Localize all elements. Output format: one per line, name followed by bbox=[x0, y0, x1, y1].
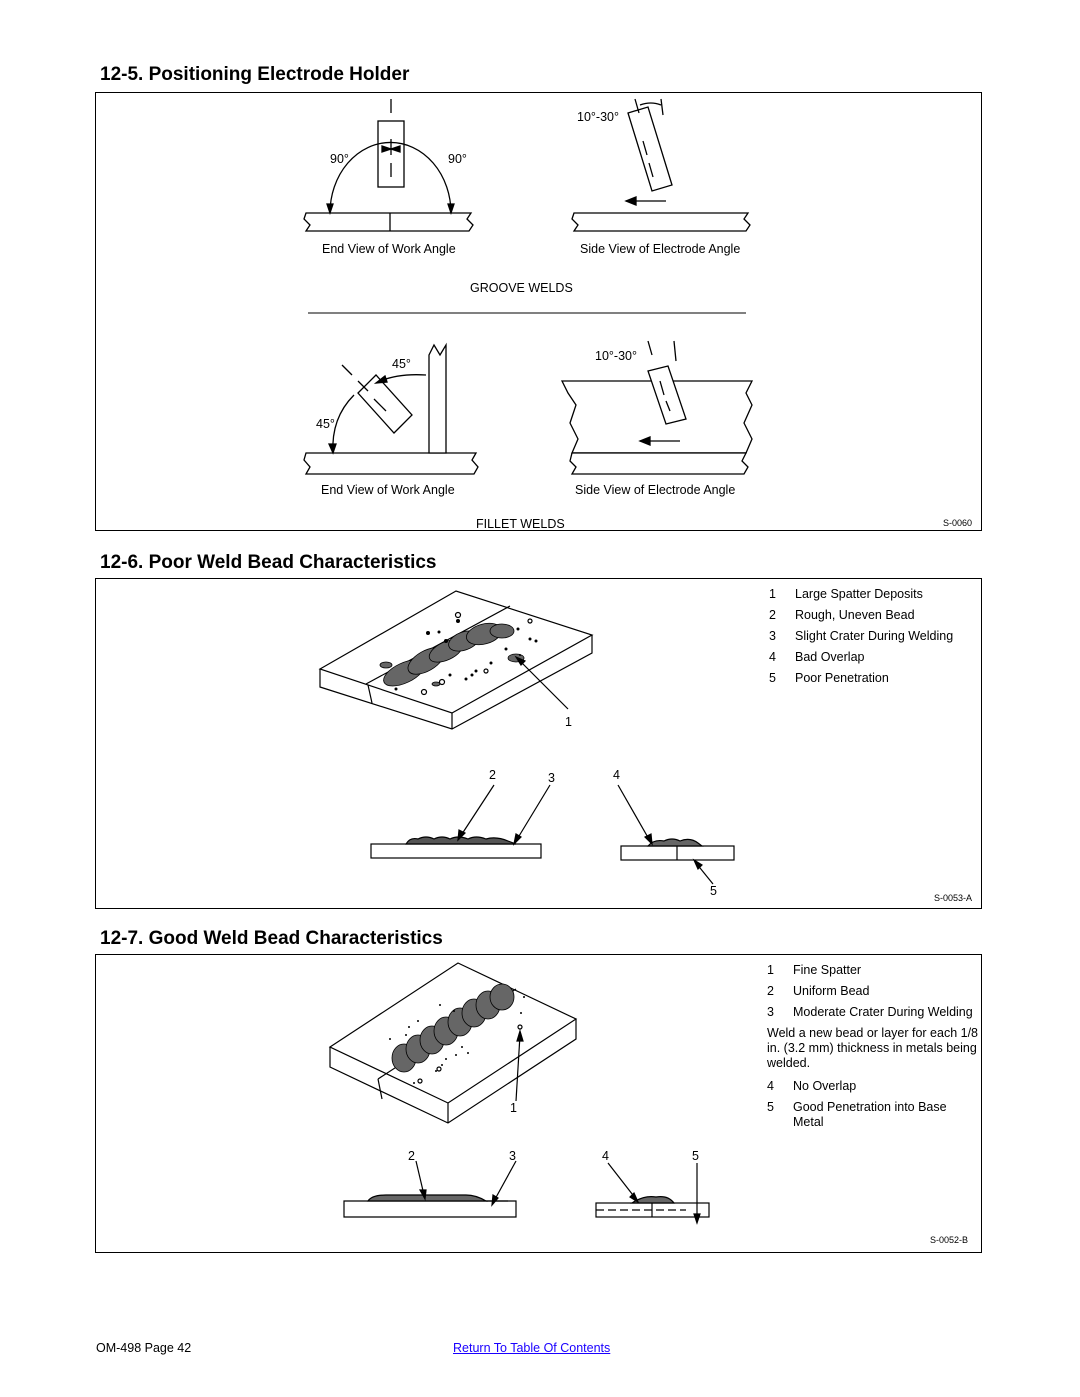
groove-side-view-drawing bbox=[571, 98, 751, 232]
fillet-end-view-drawing bbox=[303, 342, 479, 475]
section-title-poor-weld: 12-6. Poor Weld Bead Characteristics bbox=[100, 552, 437, 573]
figure-reference-code: S-0060 bbox=[943, 518, 973, 528]
fillet-side-view-drawing bbox=[560, 340, 754, 475]
callout-4: 4 bbox=[613, 768, 620, 782]
layer-thickness-note: Weld a new bead or layer for each 1/8 in… bbox=[767, 1026, 979, 1070]
figure-reference-code: S-0053-A bbox=[934, 893, 973, 903]
callout-4: 4 bbox=[602, 1149, 609, 1163]
callout-3: 3 bbox=[548, 771, 555, 785]
groove-side-angle-label: 10°-30° bbox=[577, 110, 619, 124]
callout-2: 2 bbox=[489, 768, 496, 782]
fillet-welds-label: FILLET WELDS bbox=[476, 517, 565, 531]
groove-angle-right-label: 90° bbox=[448, 152, 467, 166]
section-title-good-weld: 12-7. Good Weld Bead Characteristics bbox=[100, 928, 443, 949]
callout-1: 1 bbox=[565, 715, 572, 729]
fillet-end-caption: End View of Work Angle bbox=[321, 483, 455, 497]
page-number: OM-498 Page 42 bbox=[96, 1341, 192, 1355]
section-divider bbox=[308, 312, 746, 314]
return-to-toc-link[interactable]: Return To Table Of Contents bbox=[453, 1341, 611, 1355]
fillet-angle-left-label: 45° bbox=[316, 417, 335, 431]
callout-5: 5 bbox=[692, 1149, 699, 1163]
fillet-side-caption: Side View of Electrode Angle bbox=[575, 483, 736, 497]
groove-angle-left-label: 90° bbox=[330, 152, 349, 166]
figure-reference-code: S-0052-B bbox=[930, 1235, 969, 1245]
poor-weld-drawing bbox=[318, 590, 735, 885]
groove-end-caption: End View of Work Angle bbox=[322, 242, 456, 256]
good-weld-drawing bbox=[328, 962, 710, 1225]
groove-side-caption: Side View of Electrode Angle bbox=[580, 242, 741, 256]
figure-electrode-positions: 90° 90° End View of Work Angle 10°-30° S… bbox=[95, 92, 982, 531]
fillet-angle-top-label: 45° bbox=[392, 357, 411, 371]
callout-3: 3 bbox=[509, 1149, 516, 1163]
callout-5: 5 bbox=[710, 884, 717, 898]
callout-2: 2 bbox=[408, 1149, 415, 1163]
fillet-side-angle-label: 10°-30° bbox=[595, 349, 637, 363]
callout-1: 1 bbox=[510, 1101, 517, 1115]
groove-end-view-drawing bbox=[303, 99, 474, 232]
groove-welds-label: GROOVE WELDS bbox=[470, 281, 573, 295]
section-title-positioning: 12-5. Positioning Electrode Holder bbox=[100, 64, 410, 85]
